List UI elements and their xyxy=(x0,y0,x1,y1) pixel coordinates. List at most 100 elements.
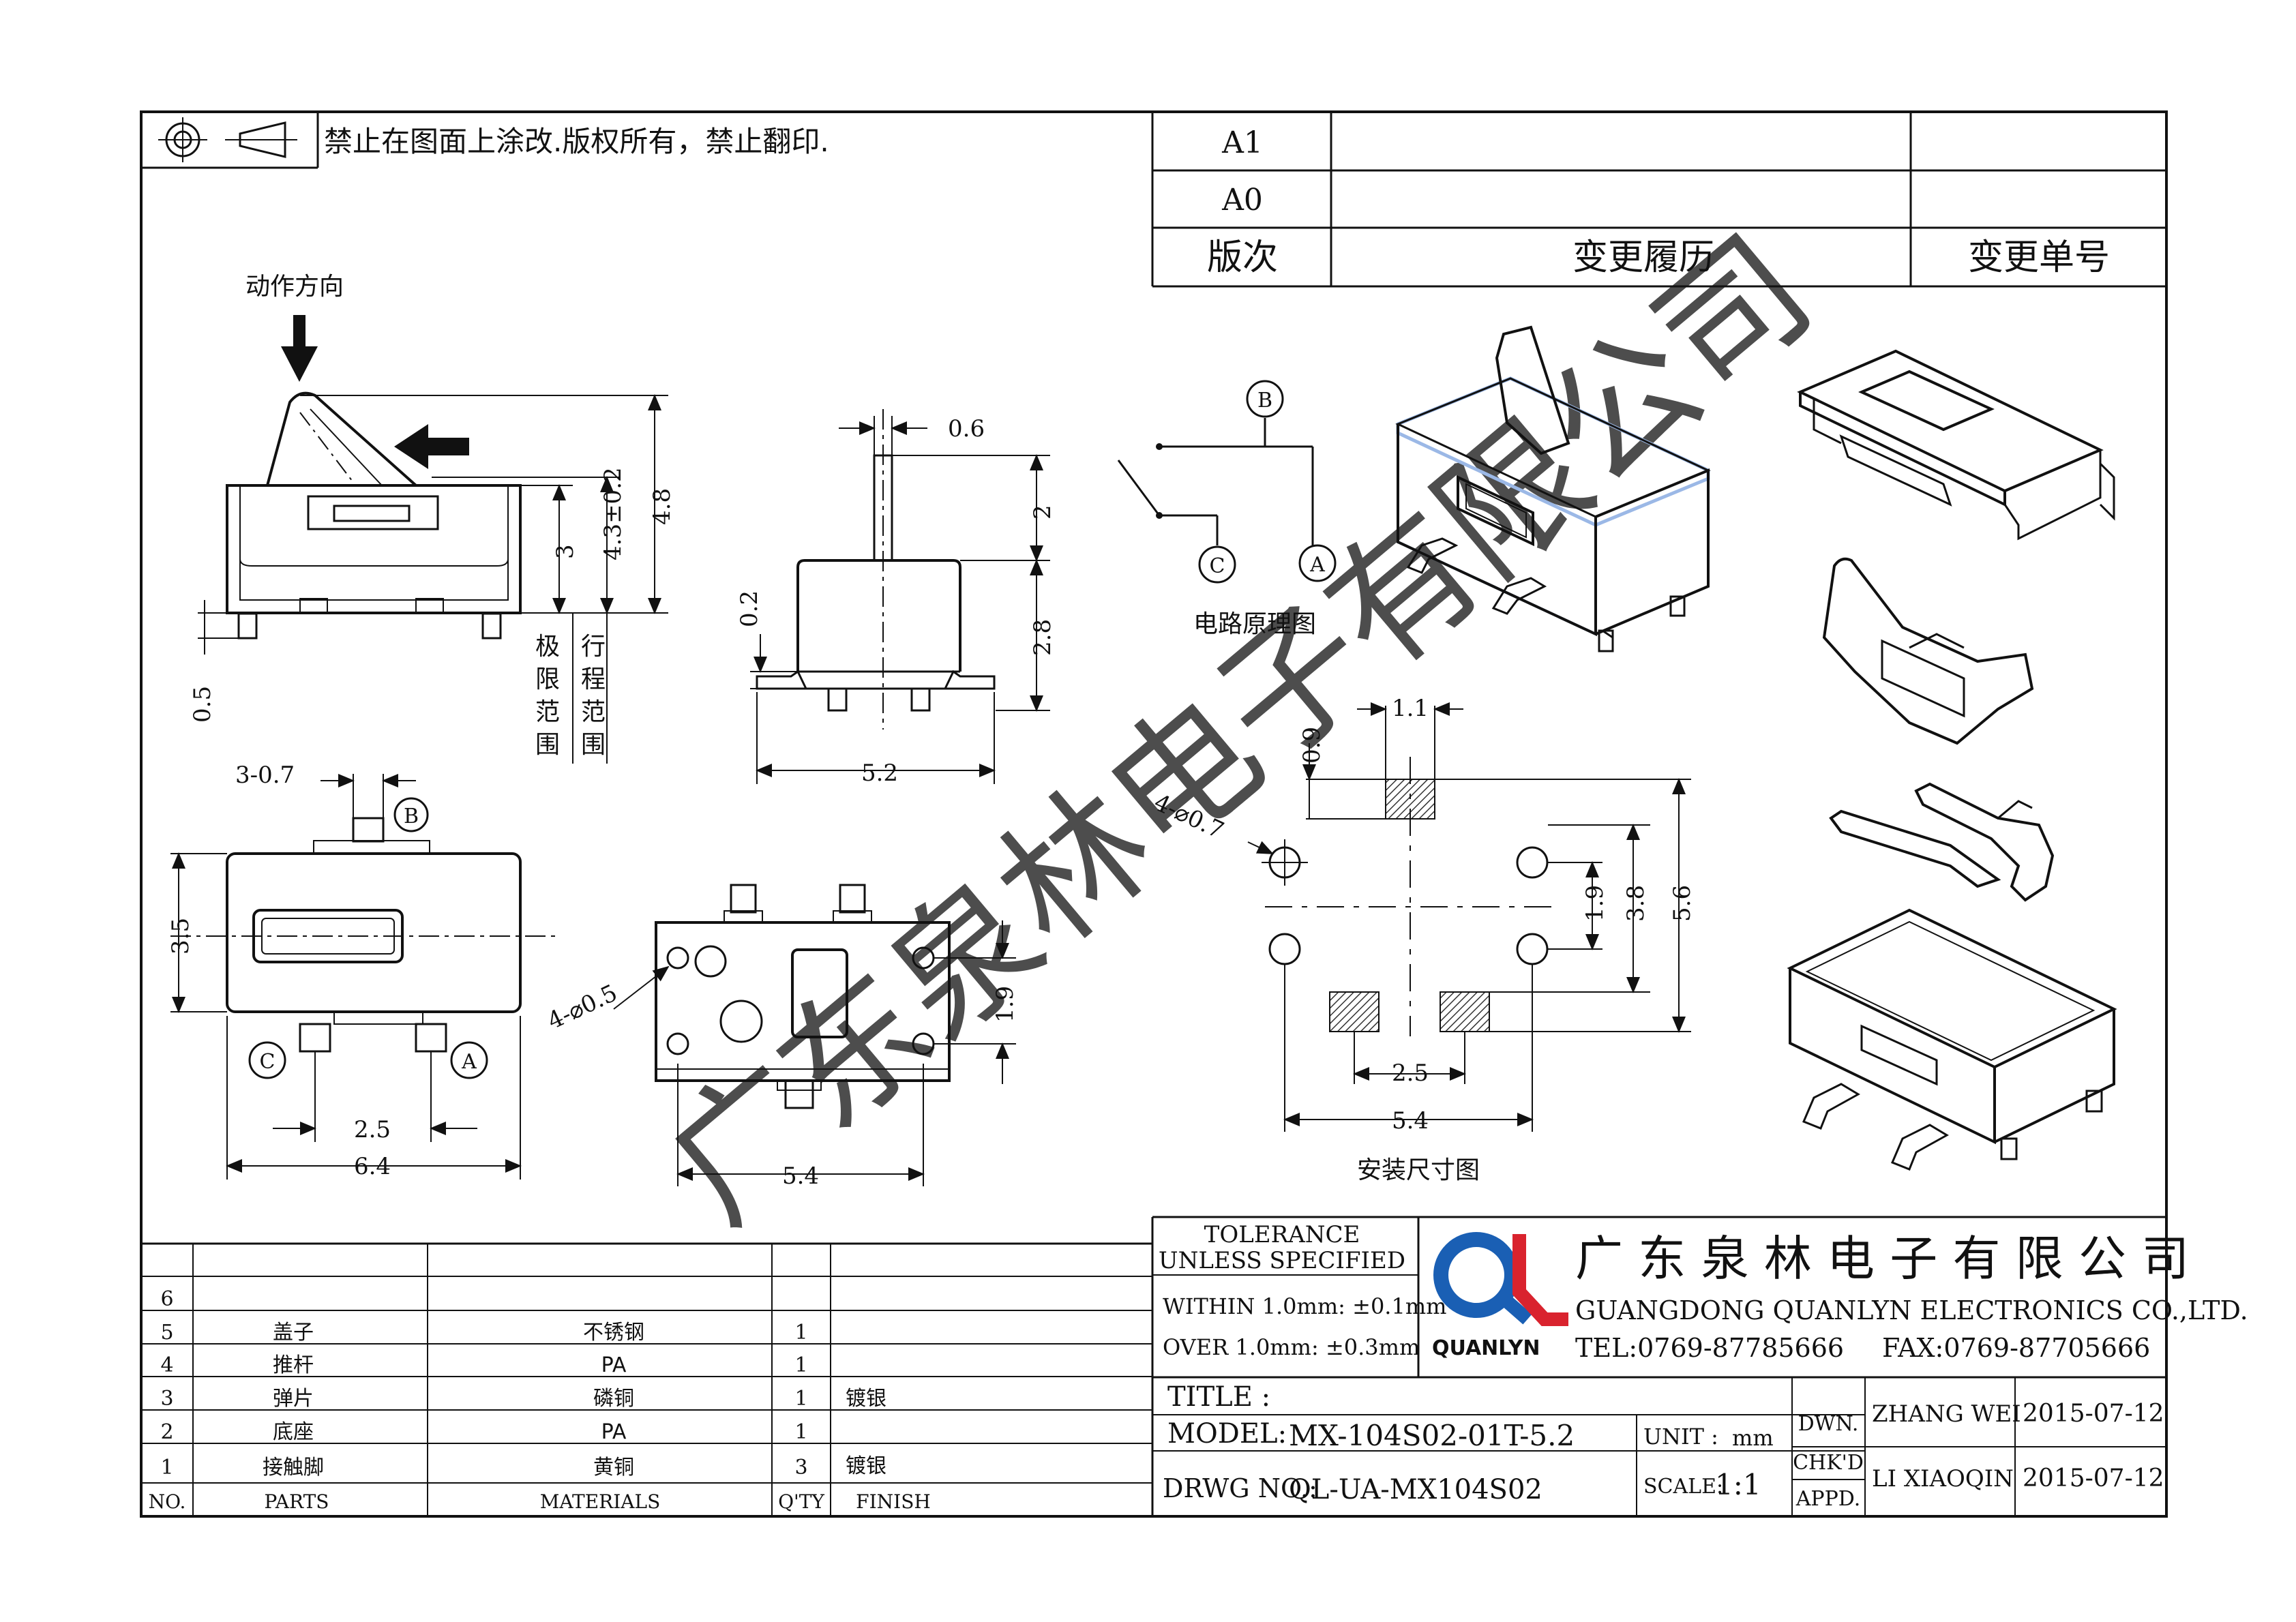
drwg-value: QL-UA-MX104S02 xyxy=(1289,1474,1542,1505)
pin-a-label: A xyxy=(461,1050,477,1074)
circuit-c-label: C xyxy=(1210,554,1225,578)
rev-a0: A0 xyxy=(1221,183,1263,217)
chkd-label: CHK'D xyxy=(1793,1451,1864,1475)
bom-no-2: 2 xyxy=(160,1420,173,1444)
dim-5-4-bottom: 5.4 xyxy=(782,1162,819,1190)
bom-part-5: 盖子 xyxy=(273,1321,314,1345)
bom-mat-2: PA xyxy=(601,1420,627,1444)
bom-part-4: 推杆 xyxy=(273,1353,314,1377)
dim-1-1: 1.1 xyxy=(1392,695,1429,722)
scale-value: 1:1 xyxy=(1715,1468,1761,1501)
title-block: TOLERANCE UNLESS SPECIFIED WITHIN 1.0mm:… xyxy=(1152,1216,2248,1516)
date-checked: 2015-07-12 xyxy=(2023,1465,2164,1492)
top-view: 3-0.7 B C A 3.5 2.5 6.4 xyxy=(167,762,559,1180)
exploded-actuator xyxy=(1822,557,2034,745)
dim-0-6: 0.6 xyxy=(948,415,985,442)
dim-4-8: 4.8 xyxy=(648,488,676,525)
dim-3-0-7: 3-0.7 xyxy=(235,762,295,789)
history-header: 变更履历 xyxy=(1572,237,1714,278)
bom-no-4: 4 xyxy=(160,1353,173,1377)
travel-range-label: 行程范围 xyxy=(581,633,606,759)
watermark: 广东泉林电子有限公司 xyxy=(638,205,1842,1254)
company-name-cn: 广 东 泉 林 电 子 有 限 公 司 xyxy=(1575,1231,2189,1287)
dim-holes-0-5: 4-⌀0.5 xyxy=(543,979,621,1035)
tolerance-1: TOLERANCE xyxy=(1204,1221,1360,1248)
exploded-spring xyxy=(1829,782,2055,902)
rev-a1: A1 xyxy=(1221,125,1263,160)
bom-no-3: 3 xyxy=(160,1387,173,1411)
scale-label: SCALE: xyxy=(1643,1475,1723,1499)
company-tel: TEL:0769-87785666 xyxy=(1575,1333,1844,1363)
dim-2-5-install: 2.5 xyxy=(1392,1060,1429,1087)
circuit-diagram: B A C 电路原理图 xyxy=(1117,380,1337,638)
dim-1-9-bottom: 1.9 xyxy=(992,986,1019,1023)
bom-qty-5: 1 xyxy=(794,1321,807,1345)
checked-by: LI XIAOQIN xyxy=(1872,1465,2014,1492)
bom-qty-4: 1 xyxy=(794,1353,807,1377)
dim-5-6: 5.6 xyxy=(1669,885,1696,922)
pin-a-marker xyxy=(450,1041,488,1079)
bom-no-5: 5 xyxy=(160,1321,173,1345)
bom-no-1: 1 xyxy=(160,1456,173,1480)
tolerance-within: WITHIN 1.0mm: ±0.1mm xyxy=(1163,1293,1447,1319)
dim-2: 2 xyxy=(1029,505,1056,520)
rev-header: 版次 xyxy=(1207,237,1278,278)
tolerance-over: OVER 1.0mm: ±0.3mm xyxy=(1163,1334,1420,1360)
dim-2-5: 2.5 xyxy=(354,1116,391,1143)
bom-qty-1: 3 xyxy=(794,1456,807,1480)
number-header: 变更单号 xyxy=(1968,237,2110,278)
bom-table: 6 5 4 3 2 1 盖子 推杆 弹片 底座 接触脚 不锈钢 PA 磷铜 PA… xyxy=(141,1217,1154,1516)
down-arrow-icon xyxy=(281,315,318,382)
dwn-label: DWN. xyxy=(1798,1412,1859,1436)
circuit-a-label: A xyxy=(1309,553,1325,577)
dim-0-5: 0.5 xyxy=(189,686,216,723)
bom-no-6: 6 xyxy=(160,1287,173,1311)
bom-mat-3: 磷铜 xyxy=(593,1387,634,1411)
appd-label: APPD. xyxy=(1795,1487,1861,1511)
dim-5-2: 5.2 xyxy=(861,760,898,787)
sheet-border xyxy=(140,110,2168,1518)
limit-range-label: 极限范围 xyxy=(535,633,560,759)
bom-finish-1: 镀银 xyxy=(846,1454,886,1478)
bom-header-material: MATERIALS xyxy=(540,1490,661,1513)
bom-qty-3: 1 xyxy=(794,1387,807,1411)
projection-symbol-icon xyxy=(158,117,297,162)
logo-text: QUANLYN xyxy=(1432,1336,1540,1360)
left-arrow-icon xyxy=(394,424,469,469)
bom-header-part: PARTS xyxy=(265,1490,329,1513)
dim-5-4-install: 5.4 xyxy=(1392,1107,1429,1135)
pin-b-label: B xyxy=(404,805,419,828)
action-direction-label: 动作方向 xyxy=(245,273,344,301)
pin-c-label: C xyxy=(260,1050,275,1074)
dim-0-2: 0.2 xyxy=(736,590,763,627)
bom-qty-2: 1 xyxy=(794,1420,807,1444)
isometric-view xyxy=(1395,325,1711,652)
dim-3: 3 xyxy=(552,544,579,559)
date-drawn: 2015-07-12 xyxy=(2023,1400,2164,1428)
dim-4-3: 4.3±0.2 xyxy=(599,467,627,560)
model-label: MODEL: xyxy=(1167,1418,1287,1450)
side-view: 动作方向 3 4.3±0.2 4.8 xyxy=(189,273,676,764)
bom-part-1: 接触脚 xyxy=(263,1456,324,1480)
bom-mat-1: 黄铜 xyxy=(593,1456,634,1480)
bom-header-qty: Q'TY xyxy=(778,1490,824,1513)
bom-mat-4: PA xyxy=(601,1353,627,1377)
bom-part-2: 底座 xyxy=(273,1420,314,1444)
dim-2-8: 2.8 xyxy=(1029,619,1056,656)
pin-b-marker xyxy=(393,797,429,832)
company-logo: QUANLYN xyxy=(1432,1232,1568,1360)
unit-label: UNIT : xyxy=(1643,1424,1718,1450)
circuit-b-label: B xyxy=(1257,389,1272,412)
model-value: MX-104S02-01T-5.2 xyxy=(1289,1419,1575,1452)
dim-0-9: 0.9 xyxy=(1298,727,1326,764)
dim-3-8: 3.8 xyxy=(1622,885,1650,922)
notice-text: 禁止在图面上涂改.版权所有，禁止翻印. xyxy=(324,125,829,158)
bom-header-finish: FINISH xyxy=(856,1490,931,1513)
bom-header-no: NO. xyxy=(149,1490,186,1513)
drwg-label: DRWG NO.: xyxy=(1163,1473,1317,1503)
drawn-by: ZHANG WEI xyxy=(1872,1400,2021,1428)
install-title: 安装尺寸图 xyxy=(1357,1156,1480,1184)
notice-box: 禁止在图面上涂改.版权所有，禁止翻印. xyxy=(141,112,829,169)
front-view: 0.6 2 2.8 0.2 5.2 xyxy=(736,409,1056,787)
